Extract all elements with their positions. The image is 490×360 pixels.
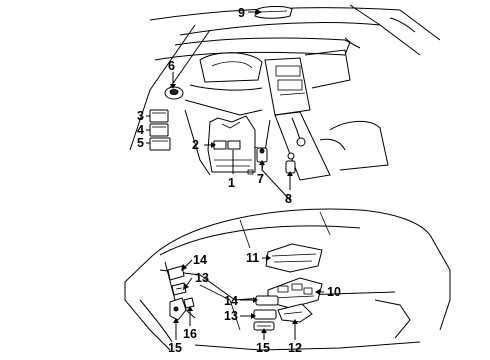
callout-16: 16: [183, 327, 197, 341]
engine-compartment-view: [124, 208, 451, 351]
part-15-bracket: [169, 297, 187, 321]
callout-2: 2: [192, 138, 199, 152]
callout-14-upper: 14: [193, 253, 207, 267]
callout-7: 7: [257, 172, 264, 186]
callout-11: 11: [246, 251, 259, 265]
part-13-relay-lower: [253, 309, 277, 320]
callout-10: 10: [327, 285, 341, 299]
callout-13-lower: 13: [224, 309, 238, 323]
part-9-overhead-module: [254, 6, 293, 19]
part-2-relays: [213, 140, 241, 150]
part-13-relay-upper: [171, 282, 187, 296]
callout-14-lower: 14: [224, 294, 238, 308]
part-7-switch: [256, 147, 268, 163]
part-3-relay: [149, 109, 169, 123]
interior-view: [129, 4, 441, 201]
lower-leader-lines: [173, 255, 324, 340]
callout-15-upper: 15: [168, 341, 182, 355]
part-14-relay-upper: [167, 265, 185, 281]
part-14-relay-lower: [255, 295, 279, 306]
part-4-relay: [149, 123, 169, 137]
callout-4: 4: [137, 123, 144, 137]
upper-leader-lines: [146, 9, 293, 190]
callout-3: 3: [137, 109, 144, 123]
callout-5: 5: [137, 136, 144, 150]
callout-15-lower: 15: [256, 341, 270, 355]
part-11-control-unit: [265, 243, 323, 273]
callout-labels: 9 6 3 4 5 2 1 7 8 11 10 12 14 13 15 14 1…: [137, 6, 341, 355]
callout-12: 12: [288, 341, 302, 355]
part-8-sensor: [285, 152, 296, 174]
callout-8: 8: [285, 192, 292, 206]
part-6-sensor: [164, 86, 184, 100]
callout-6: 6: [168, 59, 175, 73]
callout-1: 1: [228, 176, 235, 190]
part-12-fuse-box-cover: [277, 303, 313, 323]
callout-13-upper: 13: [195, 271, 209, 285]
callout-9: 9: [238, 6, 245, 20]
part-5-relay: [149, 137, 171, 151]
part-16-connector: [183, 297, 195, 309]
